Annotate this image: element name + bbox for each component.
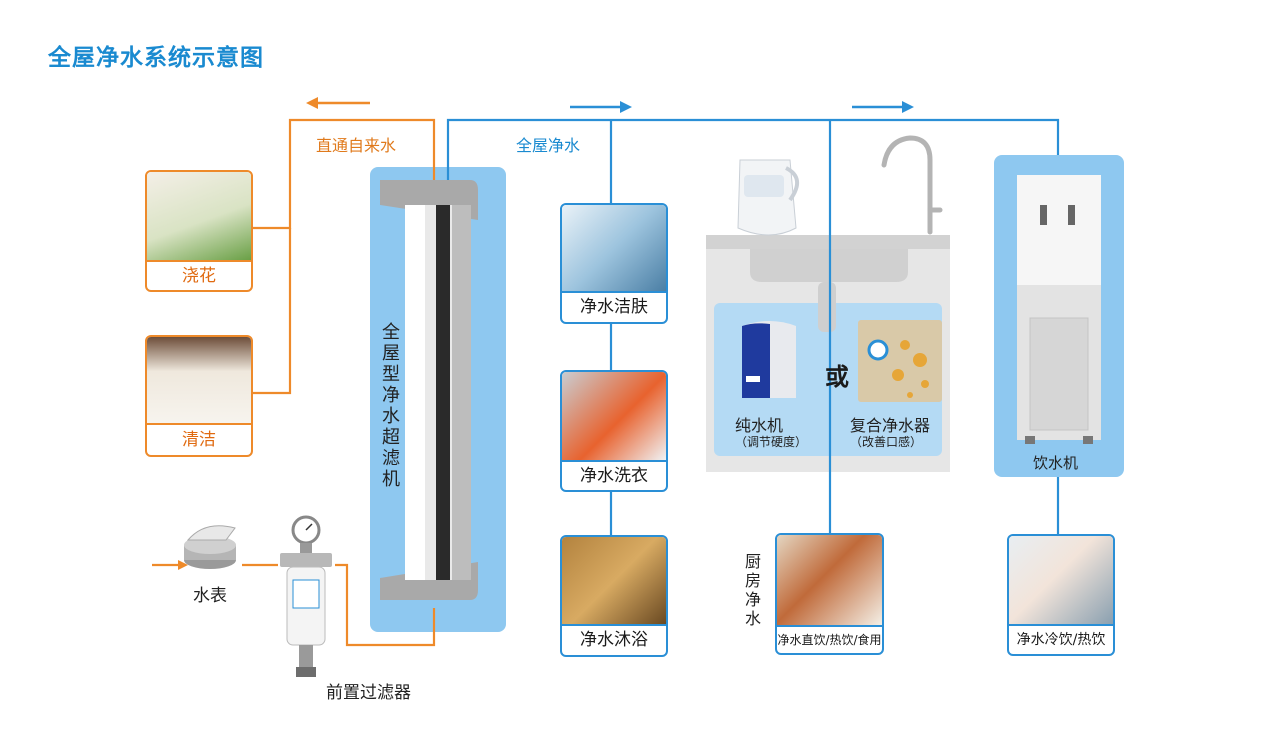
use-card-skin: 净水洁肤 [560, 203, 668, 324]
faucet-icon [881, 135, 943, 235]
use-label: 净水洁肤 [562, 291, 666, 322]
prefilter-label: 前置过滤器 [326, 683, 411, 703]
laundry-photo [562, 372, 666, 460]
use-label: 浇花 [147, 260, 251, 290]
compound-purifier-note: （改善口感） [850, 435, 923, 449]
tap-pipe [250, 118, 436, 230]
compound-purifier-label: 复合净水器 [850, 416, 931, 435]
cleaning-photo [147, 337, 251, 423]
use-label: 净水直饮/热饮/食用 [777, 625, 882, 653]
ultrafilter-device [380, 180, 478, 600]
or-label: 或 [825, 363, 849, 391]
watering-photo [147, 172, 251, 260]
kettle-icon [737, 159, 799, 236]
tap-water-label: 直通自来水 [316, 136, 397, 155]
use-card-kitchen: 净水直饮/热饮/食用 [775, 533, 884, 655]
ultrafilter-label: 全屋型净水超滤机 [382, 322, 400, 490]
water-dispenser-device [1017, 175, 1101, 444]
skin-photo [562, 205, 666, 291]
water-meter-label: 水表 [193, 586, 227, 606]
use-card-drink: 净水冷饮/热饮 [1007, 534, 1115, 656]
bath-photo [562, 537, 666, 624]
use-card-bath: 净水沐浴 [560, 535, 668, 657]
use-label: 清洁 [147, 423, 251, 455]
arrow-right-icon [570, 101, 632, 113]
use-label: 净水洗衣 [562, 460, 666, 490]
use-label: 净水冷饮/热饮 [1009, 624, 1113, 654]
prefilter-device [280, 515, 332, 677]
use-card-cleaning: 清洁 [145, 335, 253, 457]
kitchen-photo [777, 535, 882, 625]
use-label: 净水沐浴 [562, 624, 666, 655]
pure-machine-note: （调节硬度） [735, 435, 808, 449]
water-meter-icon [184, 525, 236, 569]
pure-water-machine [742, 321, 796, 398]
page-title: 全屋净水系统示意图 [48, 45, 264, 71]
arrow-left-icon [306, 97, 370, 109]
compound-purifier [858, 320, 942, 402]
use-card-laundry: 净水洗衣 [560, 370, 668, 492]
drink-photo [1009, 536, 1113, 624]
dispenser-label: 饮水机 [1033, 454, 1079, 472]
arrow-right-icon [852, 101, 914, 113]
pure-machine-label: 纯水机 [735, 416, 784, 435]
kitchen-label: 厨房净水 [745, 552, 762, 628]
whole-house-label: 全屋净水 [516, 136, 581, 155]
use-card-watering: 浇花 [145, 170, 253, 292]
